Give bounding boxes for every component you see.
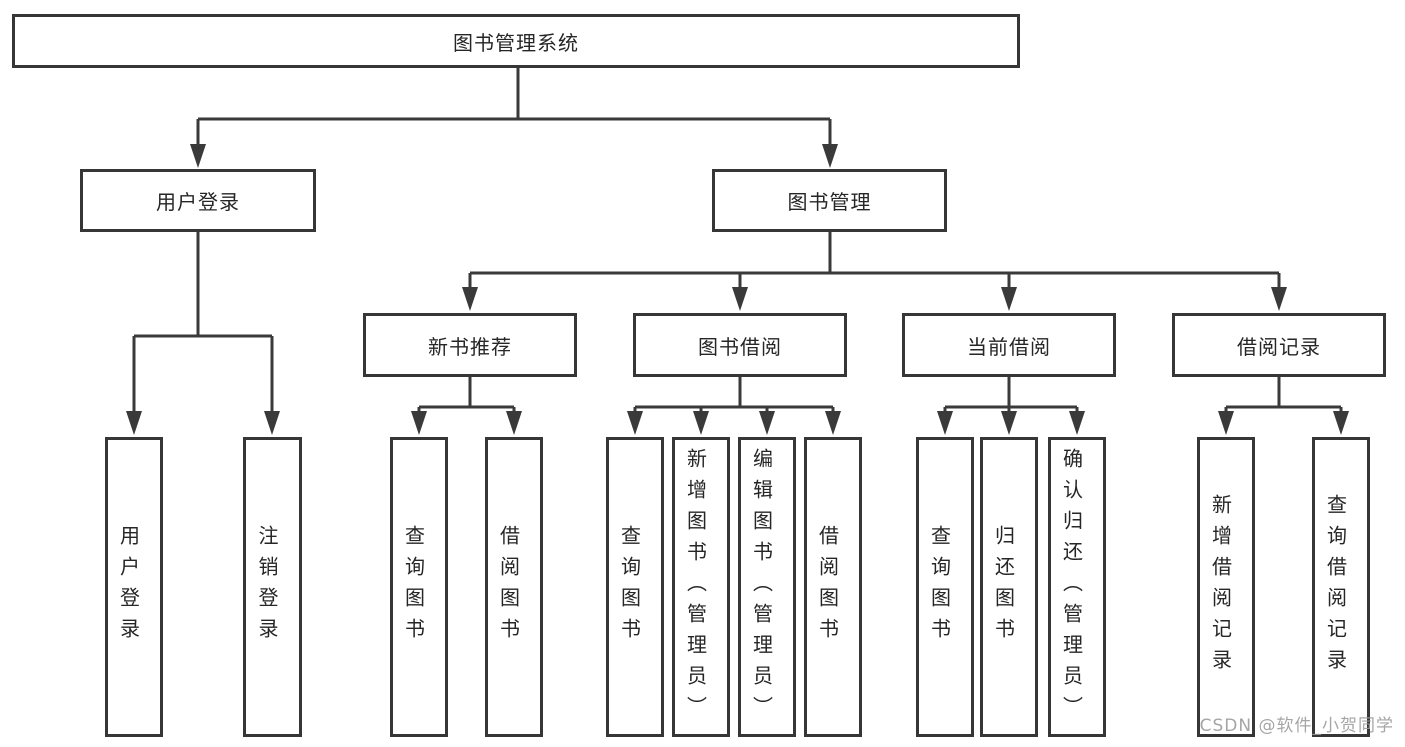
- node-root-system: 图书管理系统: [12, 14, 1020, 68]
- leaf-borrow-books-label: 借阅图书: [815, 525, 840, 649]
- leaf-add-borrow-record-label: 新增借阅记录: [1208, 494, 1233, 680]
- node-current-borrowing-label: 当前借阅: [967, 334, 1051, 359]
- leaf-return-books: 归还图书: [980, 437, 1038, 737]
- leaf-query-borrow-record-label: 查询借阅记录: [1323, 494, 1348, 680]
- node-book-borrowing-label: 图书借阅: [698, 334, 782, 359]
- node-book-borrowing: 图书借阅: [633, 313, 847, 377]
- node-borrowing-records-label: 借阅记录: [1237, 334, 1321, 359]
- leaf-query-books-current: 查询图书: [916, 437, 974, 737]
- leaf-add-books-admin: 新增图书（管理员）: [672, 437, 730, 737]
- leaf-add-books-admin-label: 新增图书（管理员）: [683, 447, 708, 727]
- node-borrowing-records: 借阅记录: [1172, 313, 1386, 377]
- leaf-user-login-label: 用户登录: [116, 525, 141, 649]
- leaf-logout-label: 注销登录: [255, 525, 279, 649]
- node-new-book-recommend-label: 新书推荐: [428, 334, 512, 359]
- leaf-query-books-current-label: 查询图书: [927, 525, 952, 649]
- node-book-management-label: 图书管理: [787, 190, 872, 214]
- node-book-management: 图书管理: [712, 169, 947, 232]
- leaf-confirm-return-admin: 确认归还（管理员）: [1048, 437, 1106, 737]
- node-user-login-label: 用户登录: [156, 190, 240, 214]
- leaf-query-books-borrow: 查询图书: [606, 437, 664, 737]
- leaf-return-books-label: 归还图书: [991, 525, 1016, 649]
- leaf-borrow-books: 借阅图书: [804, 437, 862, 737]
- node-new-book-recommend: 新书推荐: [363, 313, 577, 377]
- leaf-borrow-books-recommend-label: 借阅图书: [496, 525, 521, 649]
- leaf-confirm-return-admin-label: 确认归还（管理员）: [1059, 447, 1084, 727]
- leaf-logout: 注销登录: [243, 437, 302, 737]
- leaf-query-borrow-record: 查询借阅记录: [1312, 437, 1370, 737]
- leaf-edit-books-admin-label: 编辑图书（管理员）: [749, 447, 774, 727]
- csdn-watermark: CSDN @软件_小贺同学: [1199, 716, 1394, 736]
- node-current-borrowing: 当前借阅: [902, 313, 1116, 377]
- leaf-user-login: 用户登录: [105, 437, 163, 737]
- node-user-login: 用户登录: [80, 169, 316, 232]
- leaf-edit-books-admin: 编辑图书（管理员）: [738, 437, 796, 737]
- node-root-label: 图书管理系统: [453, 30, 579, 55]
- leaf-query-books-borrow-label: 查询图书: [617, 525, 642, 649]
- leaf-query-books-recommend: 查询图书: [390, 437, 448, 737]
- leaf-query-books-recommend-label: 查询图书: [401, 525, 426, 649]
- leaf-borrow-books-recommend: 借阅图书: [485, 437, 543, 737]
- leaf-add-borrow-record: 新增借阅记录: [1197, 437, 1255, 737]
